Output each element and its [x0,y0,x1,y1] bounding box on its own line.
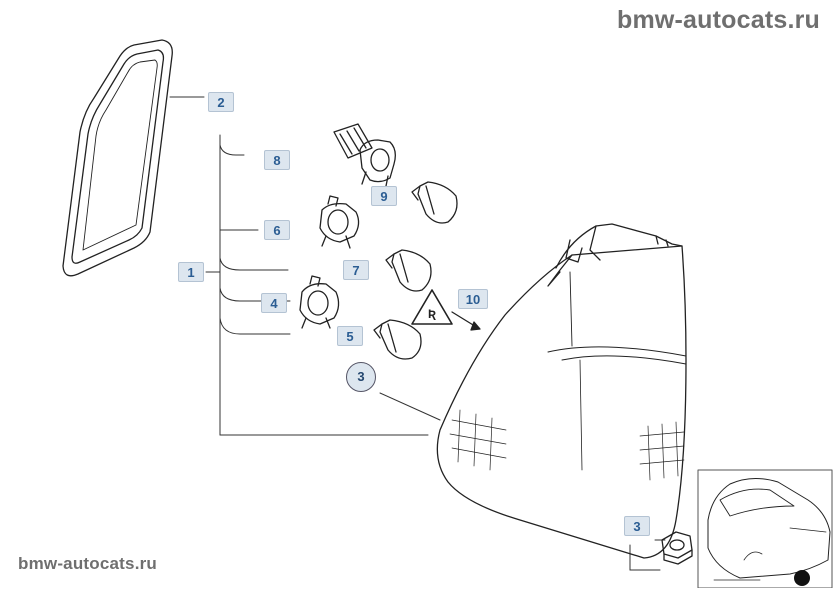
svg-text:Ʀ: Ʀ [428,307,436,321]
callout-1[interactable]: 1 [178,262,204,282]
bulb-7-drawing [385,249,432,292]
bulb-5-drawing [373,319,422,360]
assembly-bracket [169,96,666,571]
callout-7[interactable]: 7 [343,260,369,280]
callout-3-nut[interactable]: 3 [624,516,650,536]
watermark-top: bmw-autocats.ru [616,6,820,34]
watermark-bottom: bmw-autocats.ru [18,554,158,573]
callout-5[interactable]: 5 [337,326,363,346]
bulb-socket-6-drawing [319,195,360,249]
gasket-drawing [62,39,173,277]
bulb-socket-8-drawing [333,123,396,187]
callout-8[interactable]: 8 [264,150,290,170]
callout-4[interactable]: 4 [261,293,287,313]
bulb-socket-4-drawing [299,275,340,329]
car-thumbnail-drawing [697,469,833,589]
warning-triangle-drawing: Ʀ [411,289,481,331]
bulb-9-drawing [411,181,458,224]
callout-2[interactable]: 2 [208,92,234,112]
callout-10[interactable]: 10 [458,289,488,309]
tail-lamp-drawing [436,223,687,559]
callout-3-circled[interactable]: 3 [346,362,376,392]
callout-6[interactable]: 6 [264,220,290,240]
nut-drawing [661,531,693,565]
callout-9[interactable]: 9 [371,186,397,206]
